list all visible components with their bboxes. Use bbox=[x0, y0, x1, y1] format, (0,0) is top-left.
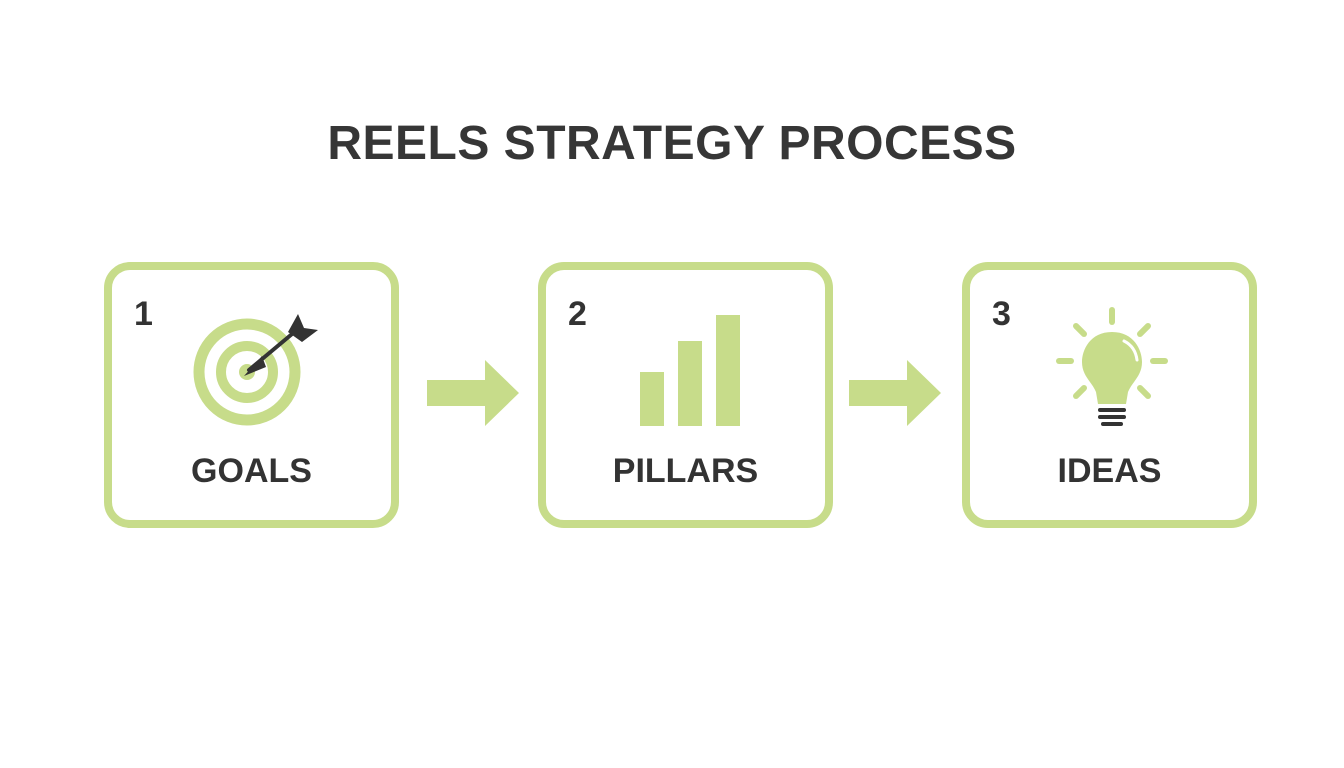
step-card-ideas: 3 IDEAS bbox=[962, 262, 1257, 528]
arrow-right-icon bbox=[849, 360, 941, 426]
step-label: PILLARS bbox=[612, 452, 759, 490]
step-card-goals: 1 GOALS bbox=[104, 262, 399, 528]
lightbulb-icon bbox=[1056, 307, 1168, 426]
target-arrow-icon bbox=[193, 314, 318, 426]
step-number: 3 bbox=[992, 295, 1011, 333]
arrow-right-icon bbox=[427, 360, 519, 426]
pillar-bar bbox=[678, 341, 702, 426]
step-number: 2 bbox=[568, 295, 587, 333]
page-title: REELS STRATEGY PROCESS bbox=[327, 117, 1017, 170]
pillar-bar bbox=[716, 315, 740, 426]
step-number: 1 bbox=[134, 295, 153, 333]
step-card-pillars: 2 PILLARS bbox=[538, 262, 833, 528]
step-label: GOALS bbox=[191, 452, 312, 490]
pillar-bar bbox=[640, 372, 664, 426]
step-label: IDEAS bbox=[1057, 452, 1162, 490]
bar-chart-icon bbox=[640, 315, 740, 426]
